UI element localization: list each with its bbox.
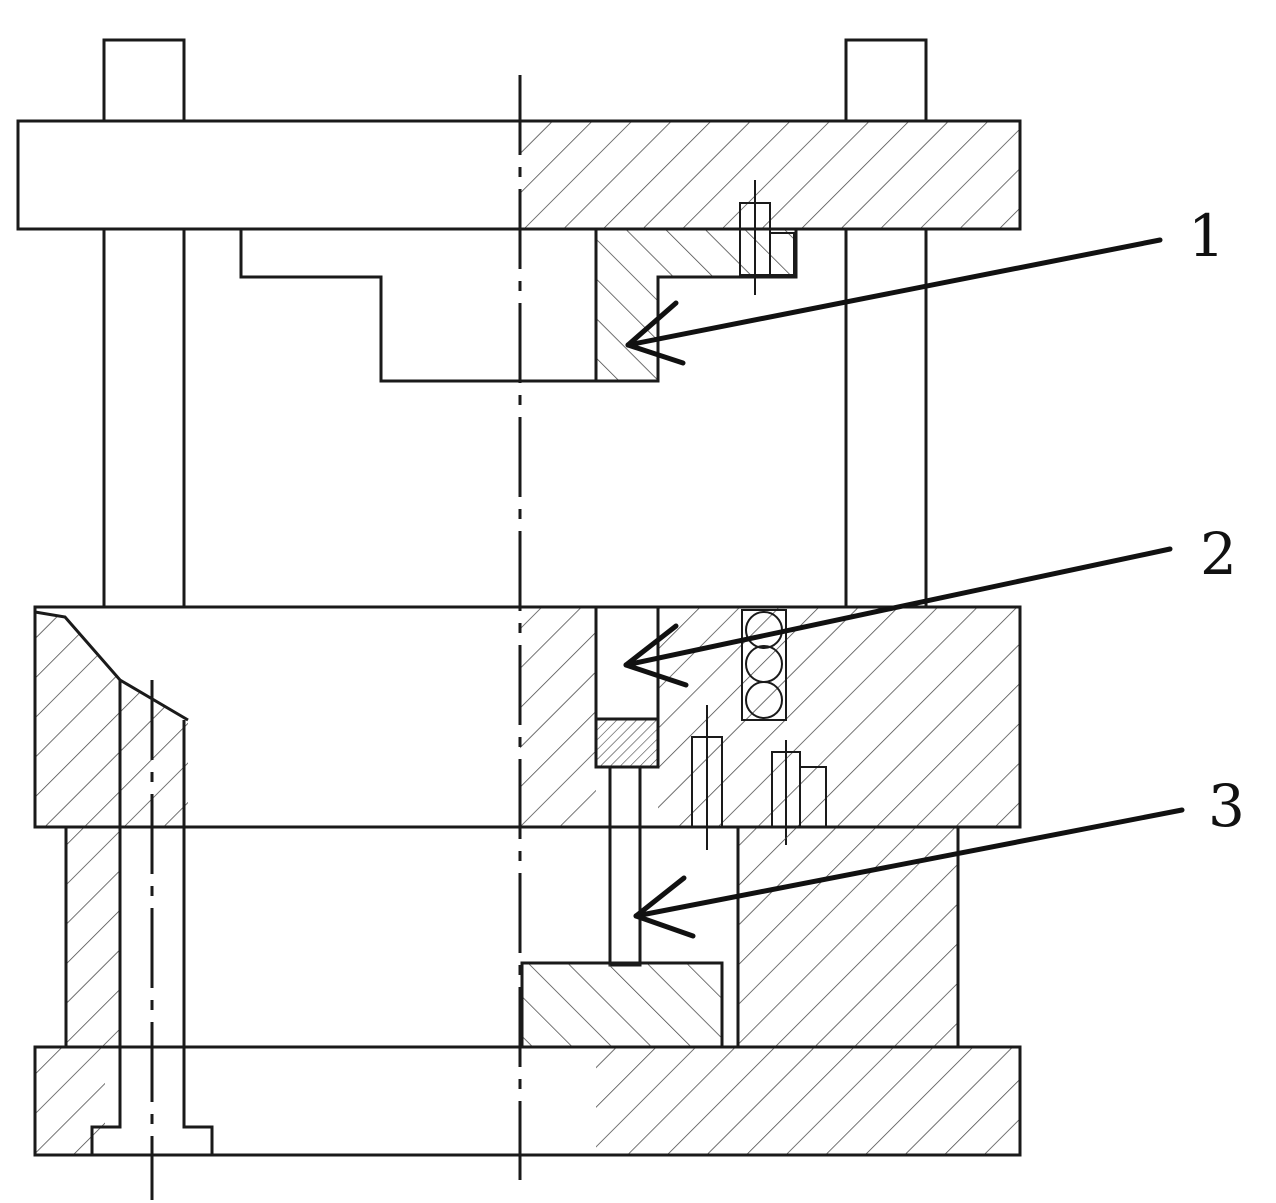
callout-arrow-3 bbox=[633, 807, 1185, 939]
lower-screw-left bbox=[691, 705, 723, 850]
callout-label-3: 3 bbox=[1208, 772, 1245, 840]
lower-support-right bbox=[736, 825, 960, 1049]
base-plate bbox=[33, 1045, 1022, 1157]
upper-punch bbox=[239, 227, 598, 383]
upper-screw bbox=[739, 180, 795, 295]
guide-pin-left bbox=[118, 680, 186, 1200]
callout-arrow-2 bbox=[623, 546, 1173, 688]
ball-stack bbox=[741, 609, 787, 721]
ejector-plate bbox=[520, 961, 724, 1049]
callout-label-2: 2 bbox=[1200, 520, 1237, 588]
lower-support-left bbox=[64, 825, 122, 1049]
part-1-upper-insert bbox=[594, 227, 798, 383]
middle-die-plate bbox=[33, 605, 1022, 829]
callout-label-1: 1 bbox=[1188, 202, 1225, 270]
callout-arrow-1 bbox=[625, 237, 1163, 366]
